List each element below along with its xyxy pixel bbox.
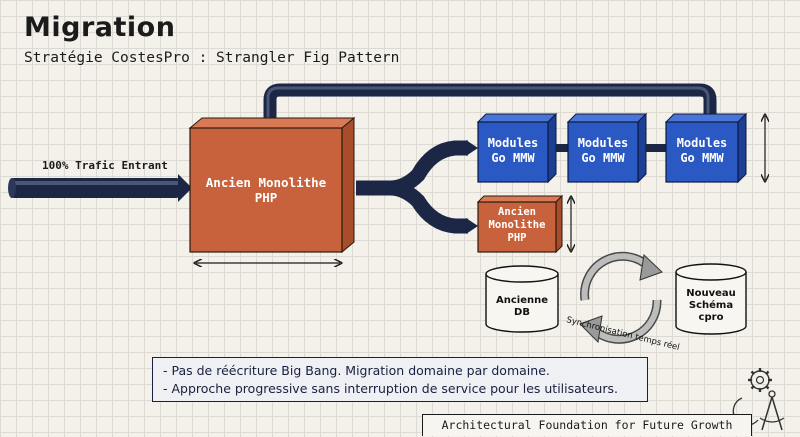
- compass-icon: [759, 390, 785, 431]
- page-title: Migration: [24, 12, 176, 43]
- module-label-3: Modules Go MMW: [676, 136, 728, 165]
- module-label-2: Modules Go MMW: [577, 136, 629, 165]
- inbound-pipe: [8, 174, 192, 202]
- gear-icon: [748, 368, 772, 392]
- traffic-label: 100% Trafic Entrant: [42, 159, 168, 172]
- note-line-2: - Approche progressive sans interruption…: [163, 381, 618, 396]
- small-monolith-box: [476, 194, 564, 254]
- module-box-1: [476, 112, 558, 184]
- monolith-label: Ancien Monolithe PHP: [205, 175, 327, 205]
- old-db-label: Ancienne DB: [495, 295, 549, 318]
- sync-arrows-icon: [579, 251, 663, 344]
- module-box-3: [664, 112, 748, 184]
- module-box-2: [566, 112, 648, 184]
- old-db-cylinder: [485, 265, 559, 333]
- split-pipe: [356, 140, 478, 234]
- notes-box: - Pas de réécriture Big Bang. Migration …: [152, 357, 648, 402]
- monolith-box: [188, 116, 356, 254]
- page-subtitle: Stratégie CostesPro : Strangler Fig Patt…: [24, 50, 400, 66]
- module-label-1: Modules Go MMW: [487, 136, 539, 165]
- note-line-1: - Pas de réécriture Big Bang. Migration …: [163, 363, 550, 378]
- sync-label: Synchronisation temps réel: [565, 314, 680, 353]
- new-db-label: Nouveau Schéma cpro: [686, 288, 736, 323]
- new-db-cylinder: [675, 263, 747, 335]
- footer-banner: Architectural Foundation for Future Grow…: [422, 414, 752, 436]
- small-monolith-label: Ancien Monolithe PHP: [488, 206, 546, 244]
